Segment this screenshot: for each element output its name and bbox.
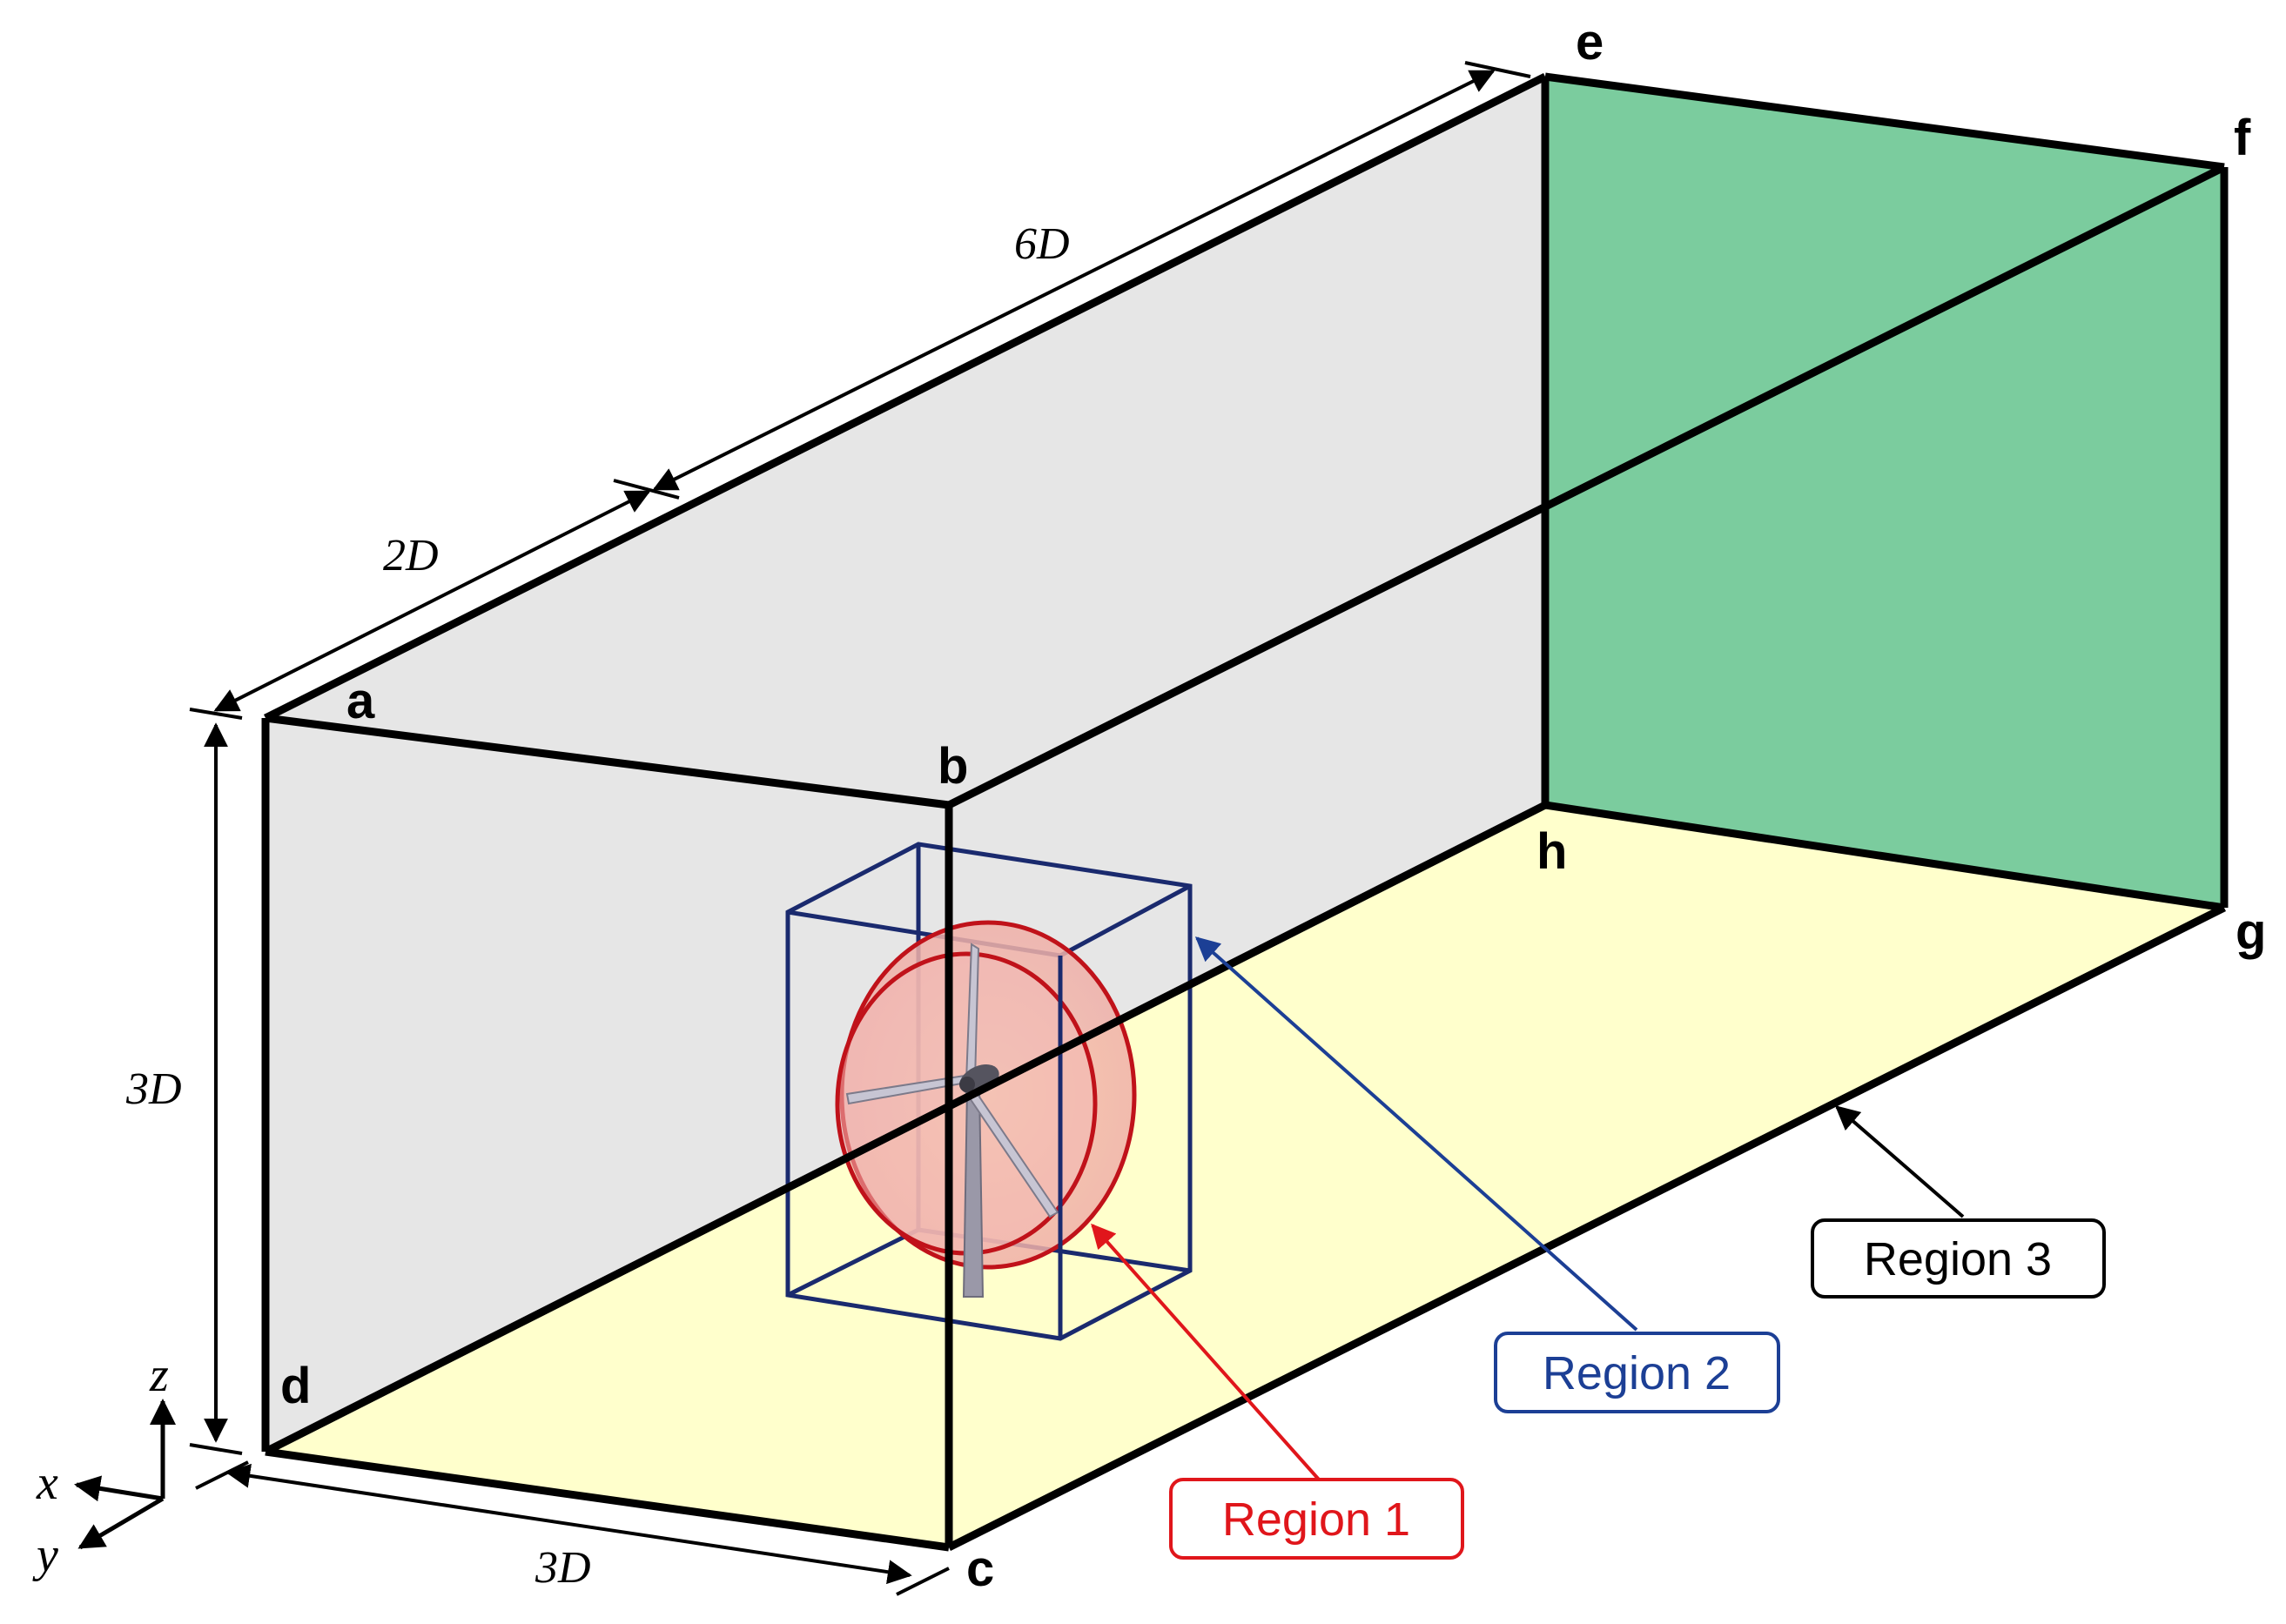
vertex-label-c: c: [966, 1540, 994, 1597]
vertex-label-g: g: [2236, 903, 2266, 960]
x-axis-arrow: [74, 1475, 164, 1502]
dim-tick: [189, 1443, 243, 1455]
axis-label-z: z: [149, 1348, 169, 1402]
edge-d-h: [263, 801, 1548, 1456]
dim-downstream-line: [652, 70, 1496, 491]
vertex-label-a: a: [346, 673, 375, 729]
axis-label-y: y: [32, 1528, 58, 1582]
edge-e-f: [1544, 72, 2225, 171]
region-1-pointer: [1091, 1223, 1321, 1481]
dim-tick: [189, 708, 243, 720]
axis-label-x: x: [36, 1456, 58, 1510]
vertex-label-d: d: [280, 1358, 311, 1414]
turbine-hub: [959, 1077, 975, 1092]
dim-tick: [613, 479, 680, 500]
dim-tick: [1464, 61, 1531, 78]
floor-face: [266, 805, 2224, 1547]
region-3-pointer: [1834, 1105, 1965, 1218]
region-2-label-box: Region 2: [1494, 1332, 1780, 1413]
y-axis-arrow: [77, 1496, 165, 1550]
edge-b-f: [946, 163, 2227, 809]
coordinate-axes: [74, 1399, 176, 1550]
region-1-label-box: Region 1: [1169, 1478, 1464, 1560]
dim-width-label: 3D: [535, 1543, 591, 1593]
edge-c-g: [946, 903, 2227, 1552]
dim-tick: [195, 1460, 249, 1490]
dim-height-label: 3D: [125, 1064, 182, 1114]
dim-upstream-label: 2D: [383, 531, 439, 580]
region-3-label: Region 3: [1864, 1233, 2052, 1285]
vertex-label-b: b: [938, 738, 968, 795]
region-2-pointer: [1194, 936, 1638, 1332]
wind-turbine: [845, 943, 1059, 1298]
region-2-label: Region 2: [1543, 1347, 1731, 1399]
region-3-label-box: Region 3: [1811, 1218, 2106, 1299]
turbine-tower: [962, 1087, 985, 1298]
vertex-label-e: e: [1576, 14, 1604, 70]
region-2-box-front: [785, 912, 1063, 1339]
dim-width-line: [225, 1463, 912, 1585]
vertex-label-h: h: [1536, 823, 1567, 880]
dim-upstream-line: [213, 490, 651, 712]
region-1-label: Region 1: [1222, 1493, 1410, 1546]
dim-downstream-label: 6D: [1014, 219, 1070, 269]
dim-tick: [896, 1567, 950, 1596]
vertex-label-f: f: [2234, 110, 2251, 166]
dimension-lines: [189, 61, 1531, 1596]
edge-a-b: [265, 714, 950, 809]
edge-g-h: [1544, 801, 2225, 912]
outlet-face: [1545, 77, 2224, 908]
domain-faces: [266, 77, 2224, 1547]
